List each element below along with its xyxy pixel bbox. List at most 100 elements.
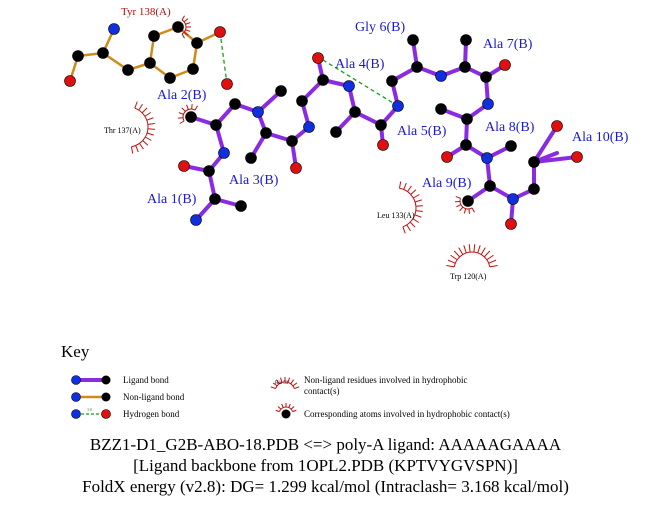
carbon-atom [386, 75, 398, 87]
key-nonligand-bond: Non-ligand bond [71, 392, 185, 402]
nitrogen-atom [392, 100, 404, 112]
key-corresponding-atoms-label: Corresponding atoms involved in hydropho… [304, 409, 510, 419]
carbon-atom [330, 126, 342, 138]
oxygen-atom [214, 26, 226, 38]
nitrogen-atom [190, 214, 202, 226]
carbon-atom [260, 127, 272, 139]
label-ala10: Ala 10(B) [572, 130, 629, 145]
carbon-atom [484, 180, 496, 192]
ligand-bonds [194, 65, 536, 222]
oxygen-atom [221, 78, 233, 90]
key-legend: Key Ligand bond Non-ligand bond 3.0 Hydr… [61, 342, 510, 419]
carbon-atom [191, 37, 203, 49]
key-nonligand-residues: His 53 Non-ligand residues involved in h… [270, 375, 467, 396]
carbon-atom [229, 98, 241, 110]
oxygen-atom [499, 59, 511, 71]
key-corresponding-atoms: Corresponding atoms involved in hydropho… [275, 403, 510, 419]
carbon-atom [172, 21, 184, 33]
oxygen-atom [290, 162, 302, 174]
label-ala2: Ala 2(B) [157, 88, 207, 103]
key-nonligand-residues-label1: Non-ligand residues involved in hydropho… [304, 375, 467, 385]
nitrogen-atom [482, 98, 494, 110]
ala2-atom-arc [178, 104, 198, 124]
trp120-hydrophobic-arc [446, 244, 498, 268]
carbon-atom [349, 106, 361, 118]
carbon-atom [462, 195, 474, 207]
caption-line-1: BZZ1-D1_G2B-ABO-18.PDB <=> poly-A ligand… [89, 435, 562, 454]
carbon-atom [461, 113, 473, 125]
carbon-atom [148, 30, 160, 42]
carbon-atom [275, 85, 287, 97]
ala9-atom-arc [454, 196, 475, 214]
tyr138-bonds [68, 25, 221, 82]
residue-labels: Tyr 138(A) Gly 6(B) Ala 7(B) Ala 4(B) Al… [104, 6, 629, 281]
carbon-atom [460, 139, 472, 151]
carbon-atom [317, 74, 329, 86]
nitrogen-atom [435, 70, 447, 82]
key-example-residue: His 53 [275, 381, 289, 386]
carbon-atom [505, 140, 517, 152]
nitrogen-atom [252, 106, 264, 118]
oxygen-atom [505, 218, 517, 230]
hydrogen-bonds [219, 31, 399, 107]
nitrogen-atom [481, 152, 493, 164]
key-hbond-length: 3.0 [87, 407, 92, 412]
carbon-atom [164, 72, 176, 84]
label-leu133: Leu 133(A) [377, 211, 415, 220]
caption-line-3: FoldX energy (v2.8): DG= 1.299 kcal/mol … [82, 477, 569, 496]
label-trp120: Trp 120(A) [450, 272, 487, 281]
key-nonligand-bond-label: Non-ligand bond [123, 392, 185, 402]
key-ligand-bond-label: Ligand bond [123, 375, 169, 385]
carbon-atom [407, 34, 419, 46]
nitrogen-atom [507, 193, 519, 205]
nitrogen-atom [218, 147, 230, 159]
label-ala5: Ala 5(B) [397, 124, 447, 139]
carbon-atom [210, 119, 222, 131]
carbon-atom [411, 61, 423, 73]
carbon-atom [209, 193, 221, 205]
thr137-hydrophobic-arc [130, 101, 155, 154]
label-ala7: Ala 7(B) [483, 37, 533, 52]
nitrogen-atom [343, 80, 355, 92]
carbon-atom [187, 63, 199, 75]
key-nonligand-residues-label2: contact(s) [304, 386, 339, 396]
oxygen-atom [178, 160, 190, 172]
carbon-atom [296, 95, 308, 107]
key-title: Key [61, 342, 90, 361]
key-ligand-bond: Ligand bond [71, 375, 169, 385]
oxygen-atom [377, 139, 389, 151]
carbon-atom [435, 103, 447, 115]
oxygen-atom [64, 75, 76, 87]
key-hydrogen-bond-label: Hydrogen bond [123, 409, 180, 419]
carbon-atom [72, 50, 84, 62]
label-tyr138: Tyr 138(A) [121, 6, 171, 18]
label-gly6: Gly 6(B) [355, 20, 406, 35]
tyr138-hydrophobic-arc [181, 15, 191, 39]
carbon-atom [459, 61, 471, 73]
leu133-hydrophobic-arc [398, 181, 423, 234]
carbon-atom [528, 156, 540, 168]
oxygen-atom [312, 52, 324, 64]
carbon-atom [286, 135, 298, 147]
carbon-atom [235, 200, 247, 212]
hydrophobic-contacts [130, 15, 498, 268]
oxygen-atom [441, 151, 453, 163]
atoms [64, 21, 583, 230]
label-ala9: Ala 9(B) [422, 176, 472, 191]
hbond-tyr138-ala2 [219, 31, 228, 85]
label-ala8: Ala 8(B) [485, 120, 535, 135]
carbon-atom [460, 34, 472, 46]
label-ala3: Ala 3(B) [229, 173, 279, 188]
key-hydrogen-bond: 3.0 Hydrogen bond [71, 407, 180, 419]
caption-line-2: [Ligand backbone from 1OPL2.PDB (KPTVYGV… [133, 456, 518, 475]
label-ala1: Ala 1(B) [147, 192, 197, 207]
carbon-atom [480, 71, 492, 83]
hbond-ala4-ala5 [322, 59, 399, 107]
carbon-atom [245, 152, 257, 164]
carbon-atom [528, 183, 540, 195]
label-ala4: Ala 4(B) [335, 57, 385, 72]
carbon-atom [203, 165, 215, 177]
nitrogen-atom [108, 23, 120, 35]
nitrogen-atom [303, 121, 315, 133]
